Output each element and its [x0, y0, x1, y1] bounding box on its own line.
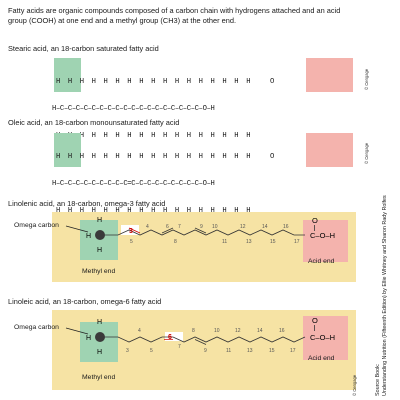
linoleic-carbon-number: 17 [290, 348, 296, 354]
linolenic-carbon-number: 5 [130, 239, 133, 245]
linolenic-methyl-box [80, 220, 118, 260]
linolenic-h-top: H [97, 217, 102, 224]
linoleic-acid-label: Acid end [308, 355, 335, 362]
linolenic-carbon-number: 17 [294, 239, 300, 245]
linoleic-acid-formula: C–O–H [310, 333, 335, 342]
linolenic-h-left: H [86, 233, 91, 240]
linolenic-carbon-number: 13 [246, 239, 252, 245]
linolenic-carbon-numbers: 4 5 6 7 8 9 10 11 12 13 14 15 16 17 [130, 224, 300, 245]
oleic-structure: H H H H H H H H H H H H H H H H H O H–C–… [52, 135, 274, 225]
oleic-row-mid: H–C–C–C–C–C–C–C–C–C=C–C–C–C–C–C–C–C–C–O–… [52, 180, 215, 188]
linolenic-carbonyl-o: O [312, 216, 318, 225]
linolenic-acid-box [303, 220, 348, 262]
linolenic-omega-label: Omega carbon [14, 222, 59, 229]
oleic-acid-box [306, 133, 353, 167]
linoleic-carbon-number: 15 [269, 348, 275, 354]
oleic-row-bot: H H H H H H H H H H H H H H H H H [52, 207, 251, 215]
linolenic-double-bond-line-3 [194, 227, 207, 234]
linoleic-double-bond-highlight [165, 332, 183, 341]
intro-text: Fatty acids are organic compounds compos… [8, 6, 341, 25]
stearic-methyl-box [54, 58, 81, 92]
linolenic-carbon-number: 14 [262, 224, 268, 230]
linoleic-h-top: H [97, 319, 102, 326]
linoleic-omega-carbon [95, 332, 105, 342]
linolenic-carbon-number: 9 [200, 224, 203, 230]
linolenic-methyl-label: Methyl end [82, 268, 116, 275]
linolenic-carbon-number: 6 [166, 224, 169, 230]
linolenic-double-bond-highlight [121, 225, 139, 235]
linoleic-carbon-number: 10 [214, 328, 220, 334]
linoleic-h-bottom: H [97, 349, 102, 356]
source-caption: Source Book: Understanding Nutrition (Fi… [375, 195, 388, 396]
linoleic-highlight-number: 6 [168, 334, 172, 341]
linolenic-label: Linolenic acid, an 18-carbon, omega-3 fa… [8, 199, 166, 208]
copyright-stearic: © Cengage [364, 68, 369, 90]
linoleic-omega-pointer [65, 327, 89, 335]
linoleic-carbon-number: 12 [235, 328, 241, 334]
linolenic-omega-carbon [95, 230, 105, 240]
linolenic-carbon-number: 10 [212, 224, 218, 230]
linoleic-carbon-number: 7 [178, 344, 181, 350]
linoleic-carbon-number: 5 [150, 348, 153, 354]
linolenic-double-bond-line-2 [161, 227, 174, 234]
linolenic-acid-label: Acid end [308, 258, 335, 265]
linoleic-zigzag [100, 336, 306, 343]
stearic-structure: H H H H H H H H H H H H H H H H H O H–C–… [52, 60, 274, 150]
linolenic-carbon-number: 4 [146, 224, 149, 230]
linolenic-omega-pointer [65, 225, 89, 233]
stearic-acid-box [306, 58, 353, 92]
linoleic-structure: H H H 6 O C–O–H 3 4 5 7 8 9 10 11 12 13 … [65, 316, 335, 356]
linoleic-methyl-label: Methyl end [82, 374, 116, 381]
linolenic-carbon-number: 7 [178, 224, 181, 230]
linoleic-double-bond-line-2 [194, 339, 207, 345]
linoleic-carbon-number: 8 [192, 328, 195, 334]
linolenic-h-bottom: H [97, 247, 102, 254]
oleic-row-top: H H H H H H H H H H H H H H H H H O [52, 153, 274, 161]
stearic-label: Stearic acid, an 18-carbon saturated fat… [8, 44, 159, 53]
linoleic-methyl-box [80, 322, 118, 362]
linoleic-carbon-number: 11 [226, 348, 231, 354]
linoleic-carbon-number: 9 [204, 348, 207, 354]
linolenic-double-bond-line-1 [128, 227, 141, 234]
linoleic-carbon-number: 16 [279, 328, 285, 334]
linolenic-carbon-number: 12 [240, 224, 246, 230]
stearic-row-mid: H–C–C–C–C–C–C–C–C–C–C–C–C–C–C–C–C–C–C–O–… [52, 105, 215, 113]
linoleic-carbon-number: 13 [247, 348, 253, 354]
linolenic-carbon-number: 11 [222, 239, 227, 245]
linoleic-carbon-number: 3 [126, 348, 129, 354]
linoleic-carbon-number: 4 [138, 328, 141, 334]
linoleic-carbon-numbers: 3 4 5 7 8 9 10 11 12 13 14 15 16 17 [126, 328, 296, 354]
oleic-methyl-box [54, 133, 81, 167]
linolenic-structure: H H H 3 O C–O–H 4 5 6 7 8 9 10 11 12 13 … [65, 216, 335, 254]
oleic-label: Oleic acid, an 18-carbon monounsaturated… [8, 118, 180, 127]
linoleic-h-left: H [86, 335, 91, 342]
linoleic-omega-label: Omega carbon [14, 324, 59, 331]
copyright-bottom: © Cengage [352, 374, 357, 396]
linolenic-carbon-number: 16 [283, 224, 289, 230]
linolenic-carbon-number: 15 [270, 239, 276, 245]
linolenic-zigzag [100, 229, 305, 236]
copyright-oleic: © Cengage [364, 142, 369, 164]
linolenic-acid-formula: C–O–H [310, 231, 335, 240]
linolenic-carbon-number: 8 [174, 239, 177, 245]
stearic-row-top: H H H H H H H H H H H H H H H H H O [52, 78, 274, 86]
linoleic-carbon-number: 14 [257, 328, 263, 334]
linoleic-acid-box [303, 316, 348, 360]
linolenic-highlight-number: 3 [129, 228, 133, 235]
linoleic-label: Linoleic acid, an 18-carbon, omega-6 fat… [8, 297, 162, 306]
linoleic-carbonyl-o: O [312, 316, 318, 325]
